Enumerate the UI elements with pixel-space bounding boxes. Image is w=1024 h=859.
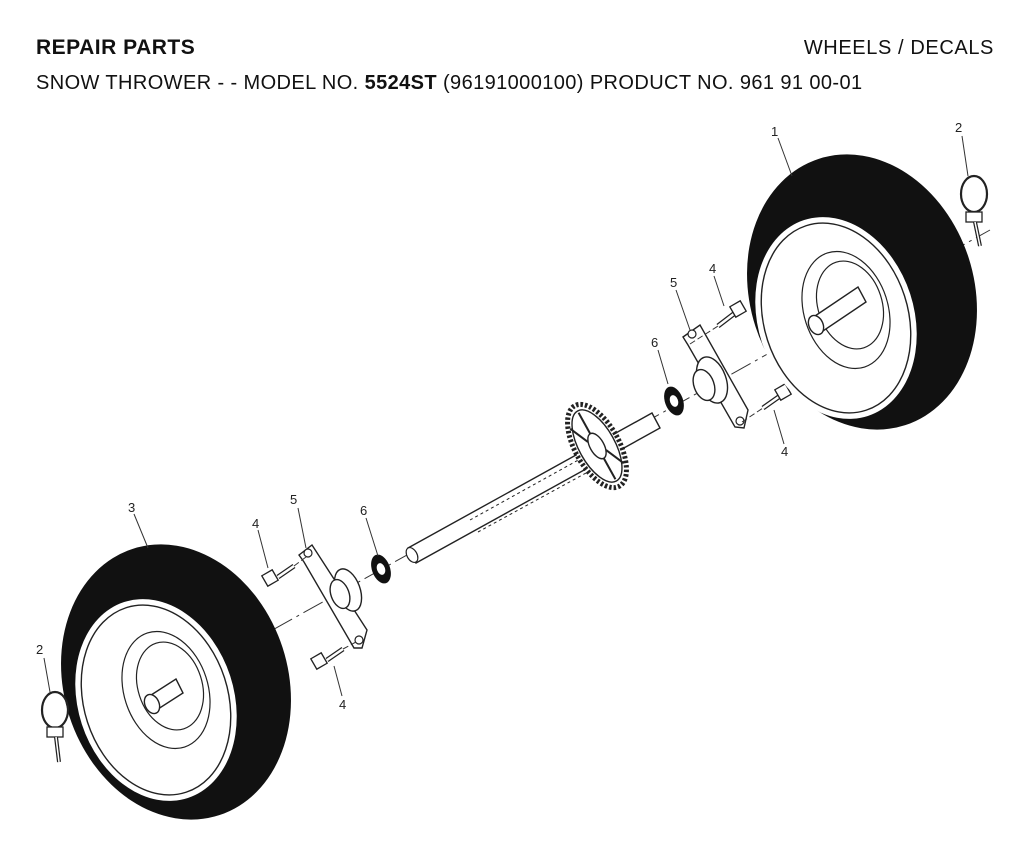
wheel-left: [61, 544, 291, 820]
callout-part-6-right: 6: [651, 335, 658, 350]
lock-pin-right: [959, 174, 989, 247]
callout-part-1: 1: [771, 124, 778, 139]
section-title: WHEELS / DECALS: [803, 37, 994, 59]
callout-part-4-right-lower: 4: [781, 444, 788, 459]
callout-part-3: 3: [128, 500, 135, 515]
washer-left: [371, 554, 391, 584]
callout-part-4-left-upper: 4: [252, 516, 259, 531]
bolt-left-lower: [309, 641, 357, 671]
callout-part-5-right: 5: [670, 275, 677, 290]
subtitle-suffix: (96191000100) PRODUCT NO. 961 91 00-01: [437, 72, 863, 94]
page-title: REPAIR PARTS: [36, 36, 196, 59]
model-subtitle: SNOW THROWER - - MODEL NO. 5524ST (96191…: [36, 72, 863, 95]
wheel-right: [747, 154, 977, 430]
callout-part-2-left: 2: [36, 642, 43, 657]
flange-bearing-left: [298, 543, 368, 649]
callout-part-6-left: 6: [360, 503, 367, 518]
callout-part-4-left-lower: 4: [339, 697, 346, 712]
flange-bearing-right: [682, 323, 749, 429]
callout-part-5-left: 5: [290, 492, 297, 507]
bolt-left-upper: [260, 556, 307, 588]
lock-pin-left: [40, 690, 70, 763]
model-number: 5524ST: [364, 72, 438, 94]
callout-leaders: [43, 135, 969, 697]
axle-gear: [565, 401, 629, 491]
subtitle-prefix: SNOW THROWER - - MODEL NO.: [36, 72, 365, 94]
callout-part-4-right-upper: 4: [709, 261, 716, 276]
callout-part-2-right: 2: [955, 120, 962, 135]
axle-shaft: [405, 412, 661, 564]
washer-right: [664, 386, 684, 416]
bolt-right-lower: [741, 382, 793, 423]
bolt-right-upper: [689, 299, 748, 345]
